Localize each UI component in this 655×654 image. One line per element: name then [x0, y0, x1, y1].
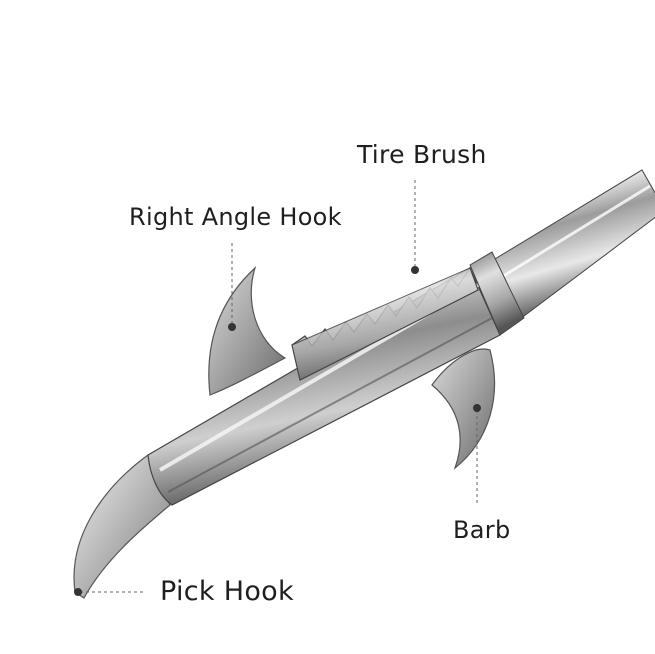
tire-brush-dot	[411, 266, 419, 274]
barb-label: Barb	[453, 516, 511, 544]
barb	[431, 348, 496, 470]
tire-brush	[291, 266, 479, 381]
right-angle-hook	[208, 266, 287, 396]
marker-dots	[74, 266, 481, 596]
pick-hook-dot	[74, 588, 82, 596]
right-angle-hook-label: Right Angle Hook	[129, 203, 342, 231]
pick-hook-label: Pick Hook	[160, 576, 294, 607]
barb-dot	[473, 404, 481, 412]
leader-lines	[80, 180, 478, 593]
right-angle-hook-dot	[228, 323, 236, 331]
tire-brush-label: Tire Brush	[357, 140, 487, 169]
